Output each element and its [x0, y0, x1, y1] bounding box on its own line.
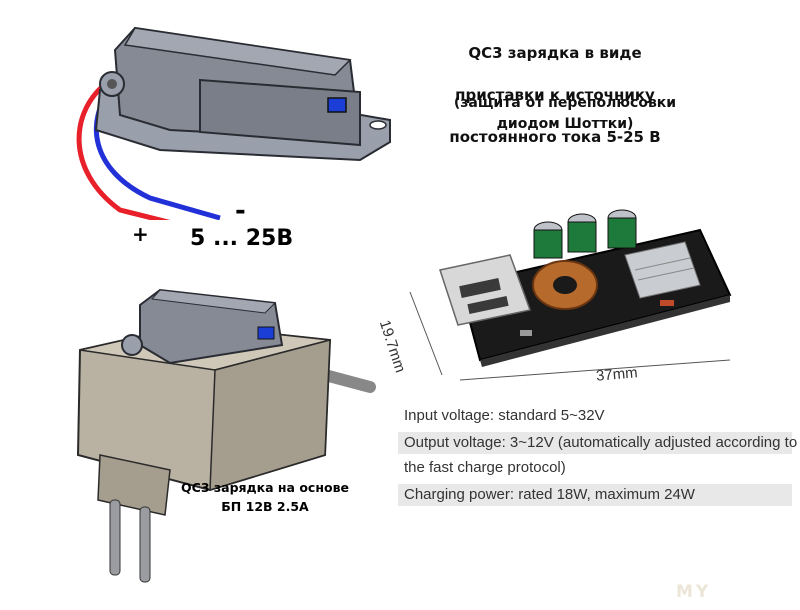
usb-port — [327, 97, 347, 113]
spec-output-voltage: Output voltage: 3~12V (automatically adj… — [398, 432, 797, 454]
top-caption-line-3: постоянного тока 5-25 В — [449, 128, 661, 146]
top-caption: QC3 зарядка в виде приставки к источнику… — [430, 22, 680, 169]
qc3-module-pcb-image — [409, 209, 732, 381]
qc3-wall-adapter-illustration — [76, 288, 376, 583]
spec-output-voltage-cont: the fast charge protocol) — [404, 459, 566, 476]
red-wire — [76, 79, 171, 220]
spec-input-voltage: Input voltage: standard 5~32V — [404, 407, 605, 424]
bottom-caption-line-1: QC3 зарядка на основе — [181, 480, 349, 495]
qc3-dc-box-illustration — [76, 26, 391, 220]
dimension-width-label: 37mm — [595, 364, 639, 385]
bottom-caption-line-2: БП 12В 2.5А — [221, 499, 309, 514]
note-line-2: диодом Шоттки) — [496, 116, 634, 132]
voltage-label: 5 ... 25В — [190, 226, 294, 251]
minus-label: - — [235, 196, 246, 226]
watermark: MY — [676, 582, 712, 602]
spec-charging-power: Charging power: rated 18W, maximum 24W — [398, 484, 792, 506]
bottom-caption: QC3 зарядка на основе БП 12В 2.5А — [170, 478, 360, 516]
note-line-1: (защита от переполюсовки — [453, 95, 677, 111]
top-caption-note: (защита от переполюсовки диодом Шоттки) — [450, 93, 680, 135]
plus-label: + — [132, 222, 149, 246]
top-caption-line-1: QC3 зарядка в виде — [468, 44, 642, 62]
top-caption-line-2: приставки к источнику — [455, 86, 655, 104]
